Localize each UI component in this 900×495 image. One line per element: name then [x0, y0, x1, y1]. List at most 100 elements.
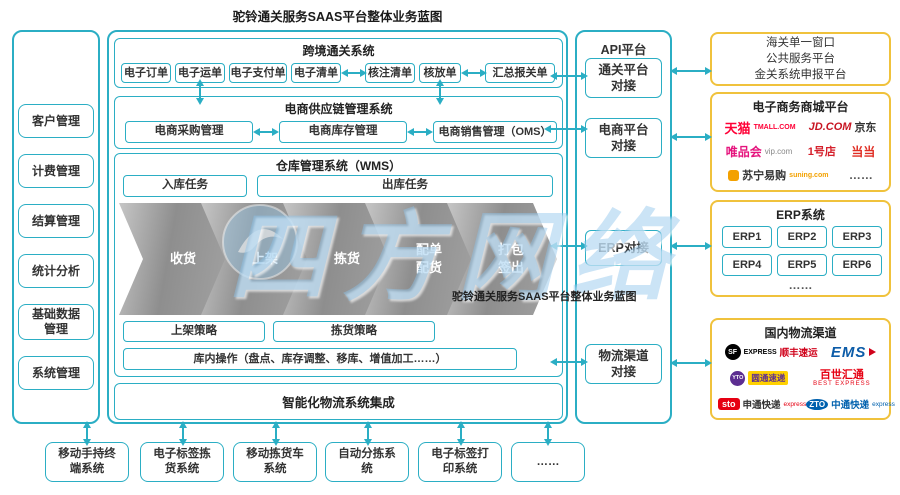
api-platform-title: API平台 [600, 43, 647, 57]
bottom-label-printing: 电子标签打印系统 [418, 442, 502, 482]
best-cn-name: 百世汇通 [819, 368, 864, 381]
inbound-task-box: 入库任务 [123, 175, 247, 197]
bottom-auto-sorting: 自动分拣系统 [325, 442, 409, 482]
step-label: 上架 [251, 251, 278, 267]
sf-express-text: EXPRESS [743, 348, 777, 356]
bottom-label-picking: 电子标签拣货系统 [140, 442, 224, 482]
mall-panel-title: 电子商务商城平台 [752, 100, 849, 114]
erp-panel-title: ERP系统 [776, 208, 825, 222]
management-sidebar: 客户管理 计费管理 结算管理 统计分析 基础数据管理 系统管理 [12, 30, 100, 424]
sto-en-name: express [783, 400, 807, 408]
jd-logo: JD.COM 京东 [809, 119, 877, 135]
arrow-api-erp [670, 242, 712, 250]
arrow-inventory-oms [407, 128, 433, 136]
module-oms: 电商销售管理（OMS） [433, 121, 557, 143]
module-procurement: 电商采购管理 [125, 121, 253, 143]
customs-window-line1: 海关单一窗口 [766, 36, 835, 49]
erp-more-dots: …… [788, 278, 813, 292]
arrow-customs-api [550, 72, 588, 80]
warehouse-operations-box: 库内操作（盘点、库存调整、移库、增值加工……） [123, 348, 517, 370]
yhd-name: 1号店 [807, 146, 836, 158]
tmall-domain: TMALL.COM [753, 123, 796, 131]
sidebar-item-statistics: 统计分析 [18, 254, 94, 288]
shelving-strategy-box: 上架策略 [123, 321, 265, 342]
doc-release-form: 核放单 [419, 63, 461, 83]
step-label: 打包签出 [497, 242, 524, 275]
main-platform-panel: 跨境通关系统 电子订单 电子运单 电子支付单 电子清单 核注清单 核放单 汇总报… [107, 30, 568, 424]
sidebar-item-customer-mgmt: 客户管理 [18, 104, 94, 138]
ecommerce-mall-panel: 电子商务商城平台 天猫 TMALL.COM JD.COM 京东 唯品会 vip.… [710, 92, 891, 192]
jd-domain: JD.COM [808, 121, 852, 133]
arrow-integration-logistics-api [550, 358, 588, 366]
step-label: 收货 [169, 251, 196, 267]
arrow-bottom-1 [83, 421, 91, 446]
zto-cn-name: 中通快递 [831, 400, 870, 411]
picking-strategy-box: 拣货策略 [273, 321, 435, 342]
zto-en-name: express [872, 400, 895, 408]
api-item-logistics-connect: 物流渠道对接 [585, 344, 662, 384]
customs-window-line2: 公共服务平台 [766, 52, 835, 65]
arrow-customs-supply-right [436, 79, 444, 105]
yto-logo: YTO 圆通速递 [730, 370, 789, 386]
mall-more-dots: …… [848, 168, 873, 182]
erp4-box: ERP4 [722, 254, 772, 276]
sto-cn-name: 申通快递 [742, 400, 781, 411]
step-label: 配单配货 [415, 242, 442, 275]
sf-express-logo: SF EXPRESS 顺丰速运 [724, 344, 818, 360]
arrow-customs-supply-left [196, 79, 204, 105]
sf-badge: SF [724, 344, 741, 360]
supply-chain-title: 电商供应链管理系统 [284, 102, 393, 116]
page-title: 驼铃通关服务SAAS平台整体业务蓝图 [232, 10, 443, 24]
tmall-logo: 天猫 TMALL.COM [725, 118, 796, 137]
doc-e-payment: 电子支付单 [229, 63, 287, 83]
arrow-bottom-6 [544, 421, 552, 446]
customs-section-title: 跨境通关系统 [302, 44, 375, 58]
api-platform-panel: API平台 通关平台对接 电商平台对接 ERP对接 物流渠道对接 [575, 30, 672, 424]
zto-badge: ZTO [806, 398, 829, 410]
ems-text: EMS [830, 343, 867, 361]
erp1-box: ERP1 [722, 226, 772, 248]
doc-e-order: 电子订单 [121, 63, 171, 83]
wms-section: 仓库管理系统（WMS） 入库任务 出库任务 收货 上架 拣货 配单配货 打包签出… [114, 153, 563, 377]
erp5-box: ERP5 [777, 254, 827, 276]
doc-e-manifest: 电子清单 [291, 63, 341, 83]
arrow-bottom-2 [179, 421, 187, 446]
sidebar-item-settlement-mgmt: 结算管理 [18, 204, 94, 238]
vip-domain: vip.com [764, 146, 793, 156]
outbound-task-box: 出库任务 [257, 175, 553, 197]
logistics-channels-panel: 国内物流渠道 SF EXPRESS 顺丰速运 EMS YTO 圆通速递 百世汇通… [710, 318, 895, 420]
yto-cn-name: 圆通速递 [748, 371, 789, 385]
best-en-name: BEST EXPRESS [813, 380, 871, 387]
arrow-bottom-5 [457, 421, 465, 446]
doc-check-list: 核注清单 [365, 63, 415, 83]
vip-logo: 唯品会 vip.com [726, 143, 793, 160]
bottom-picking-cart: 移动拣货车系统 [233, 442, 317, 482]
erp3-box: ERP3 [832, 226, 882, 248]
suning-name: 苏宁易购 [742, 170, 787, 182]
arrow-api-logistics [670, 359, 712, 367]
arrow-release-to-summary [461, 69, 487, 77]
logistics-integration-title: 智能化物流系统集成 [282, 396, 395, 410]
wms-title: 仓库管理系统（WMS） [275, 159, 402, 173]
suning-logo: 苏宁易购 suning.com [728, 167, 828, 183]
erp2-box: ERP2 [777, 226, 827, 248]
sto-logo: sto 申通快递 express [718, 397, 806, 411]
yhd-logo: 1号店 [808, 143, 836, 159]
arrow-api-customs-window [670, 67, 712, 75]
tmall-name: 天猫 [724, 120, 751, 136]
sto-badge: sto [718, 398, 740, 410]
arrow-wms-erp-api [550, 242, 588, 250]
sidebar-item-basic-data-mgmt: 基础数据管理 [18, 304, 94, 340]
arrow-procurement-inventory [253, 128, 279, 136]
erp-systems-panel: ERP系统 ERP1 ERP2 ERP3 ERP4 ERP5 ERP6 …… [710, 200, 891, 297]
yto-badge: YTO [730, 370, 746, 386]
logistics-integration-section: 智能化物流系统集成 [114, 383, 563, 420]
api-item-ecommerce-connect: 电商平台对接 [585, 118, 662, 158]
erp6-box: ERP6 [832, 254, 882, 276]
dangdang-logo: 当当 [851, 143, 875, 160]
sidebar-item-billing-mgmt: 计费管理 [18, 154, 94, 188]
zto-logo: ZTO 中通快递 express [806, 397, 895, 411]
supply-chain-section: 电商供应链管理系统 电商采购管理 电商库存管理 电商销售管理（OMS） [114, 96, 563, 149]
customs-clearance-section: 跨境通关系统 电子订单 电子运单 电子支付单 电子清单 核注清单 核放单 汇总报… [114, 38, 563, 88]
